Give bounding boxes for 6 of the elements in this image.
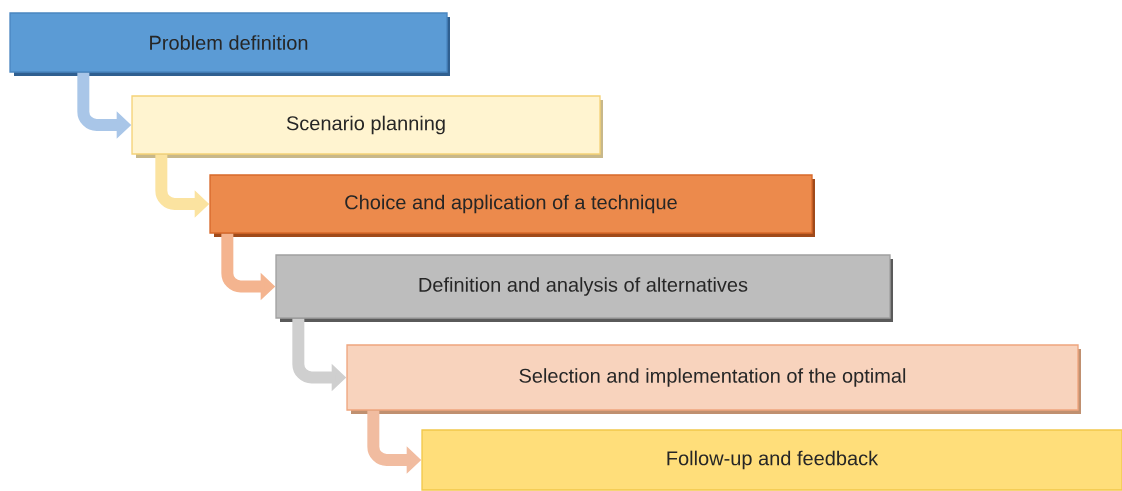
process-box: Choice and application of a technique	[209, 174, 815, 237]
process-box: Selection and implementation of the optimal	[346, 344, 1081, 414]
process-box: Definition and analysis of alternatives	[275, 254, 893, 322]
process-box: Follow-up and feedback	[421, 429, 1122, 491]
process-box: Scenario planning	[131, 95, 603, 158]
process-box: Problem definition	[9, 12, 450, 76]
